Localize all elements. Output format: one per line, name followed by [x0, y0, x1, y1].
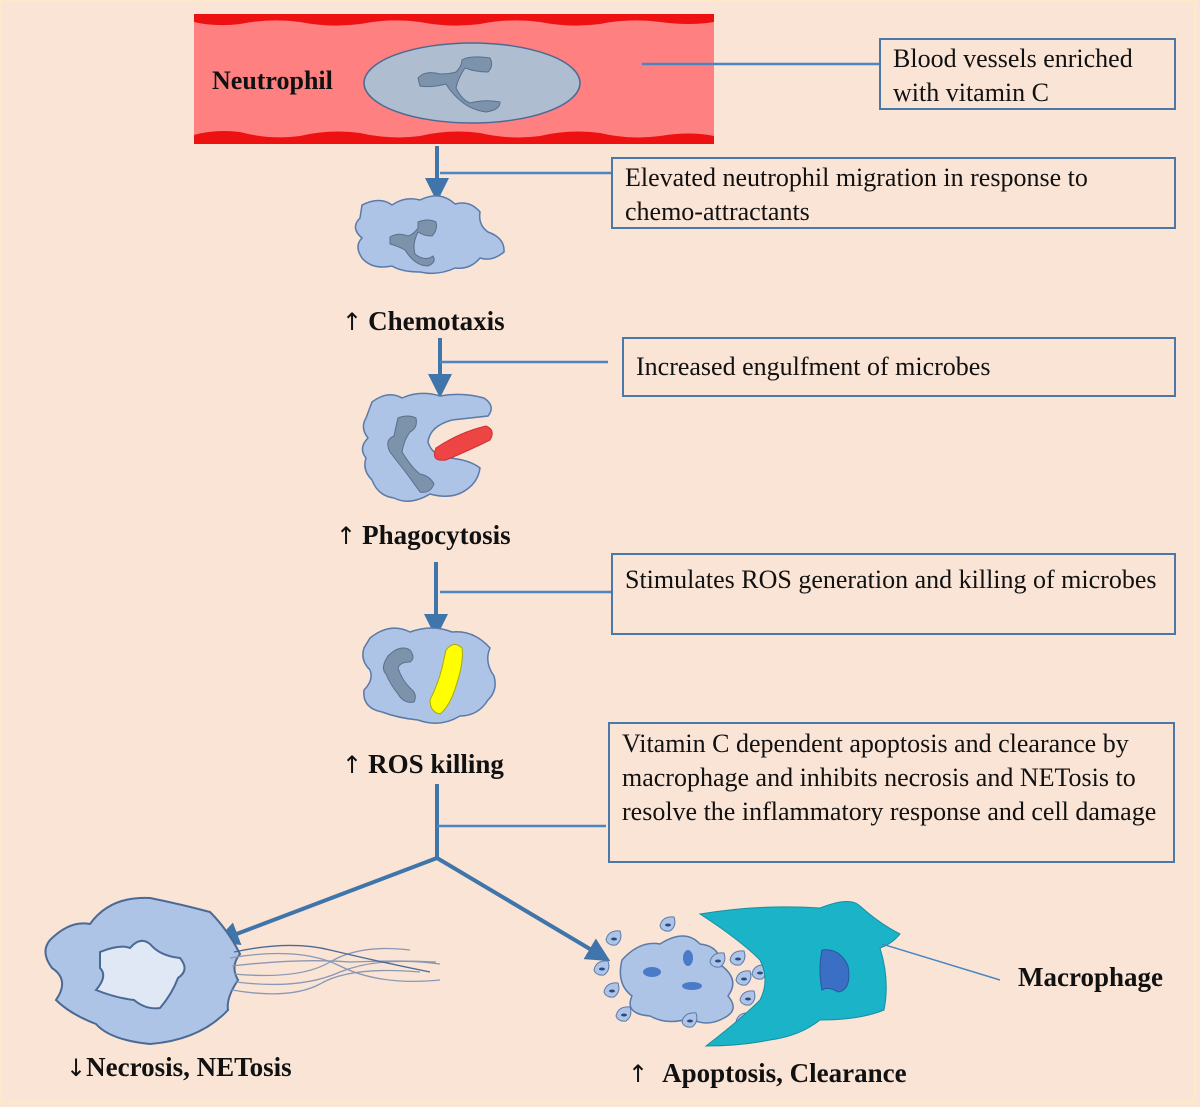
stage-label-phagocytosis: ↑Phagocytosis	[336, 520, 511, 551]
macrophage-nucleus-icon	[819, 949, 850, 993]
up-arrow-icon: ↑	[342, 751, 363, 779]
chemotaxis-cell	[354, 195, 505, 275]
outcome-text: Apoptosis, Clearance	[662, 1058, 907, 1088]
apoptotic-body-fragment-icon	[715, 959, 721, 963]
macrophage-label: Macrophage	[1018, 962, 1163, 992]
fragment-icon	[643, 967, 661, 977]
stage-label-chemotaxis: ↑Chemotaxis	[342, 306, 505, 337]
stage-text: Phagocytosis	[362, 520, 511, 550]
apoptotic-body-fragment-icon	[611, 937, 617, 941]
neutrophil-in-vessel	[363, 42, 581, 124]
ros-killing-cell	[362, 627, 496, 724]
apoptotic-body-fragment-icon	[735, 957, 741, 961]
apoptotic-body-fragment-icon	[687, 1019, 693, 1023]
nucleus-icon	[387, 415, 435, 493]
apoptotic-body-fragment-icon	[745, 997, 751, 1001]
nucleus-lobes-icon	[417, 56, 501, 113]
outcome-label-apoptosis: ↑ Apoptosis, Clearance	[628, 1058, 907, 1089]
vessel-wall-bottom	[194, 131, 714, 144]
nucleus-icon	[382, 647, 416, 703]
outcome-label-necrosis: ↓Necrosis, NETosis	[66, 1052, 292, 1083]
apoptotic-body-fragment-icon	[621, 1013, 627, 1017]
red-bacterium-icon	[433, 425, 493, 461]
callout-engulfment-note: Increased engulfment of microbes	[622, 337, 1176, 397]
stage-text: Chemotaxis	[368, 306, 505, 336]
apoptotic-body-fragment-icon	[757, 971, 763, 975]
vessel-wall-top	[194, 14, 714, 26]
net-fibers-icon	[229, 944, 441, 995]
macrophage-cell	[698, 901, 901, 1047]
up-arrow-icon: ↑	[342, 308, 363, 336]
vessel-neutrophil-label: Neutrophil	[212, 66, 333, 95]
fragment-icon	[682, 982, 702, 990]
branch-arrow-right	[435, 856, 611, 962]
necrotic-nucleus-icon	[94, 939, 186, 1010]
apoptotic-body-fragment-icon	[741, 977, 747, 981]
apoptotic-cell	[619, 935, 734, 1024]
phagocytosis-cell	[361, 392, 493, 502]
apoptotic-body-fragment-icon	[609, 989, 615, 993]
branch-arrow-left	[214, 856, 438, 945]
leader-macrophage	[881, 943, 1001, 981]
callout-apoptosis-note: Vitamin C dependent apoptosis and cleara…	[608, 722, 1175, 863]
callout-migration-note: Elevated neutrophil migration in respons…	[611, 157, 1176, 229]
apoptotic-body-fragment-icon	[665, 923, 671, 927]
yellow-bacterium-icon	[429, 644, 463, 715]
outcome-text: Necrosis, NETosis	[86, 1052, 292, 1082]
stage-text: ROS killing	[368, 749, 504, 779]
up-arrow-icon: ↑	[628, 1060, 649, 1088]
callout-vessel-note: Blood vessels enriched with vitamin C	[879, 38, 1176, 110]
nucleus-icon	[389, 219, 437, 267]
up-arrow-icon: ↑	[336, 522, 357, 550]
apoptotic-body-fragment-icon	[599, 967, 605, 971]
callout-ros-note: Stimulates ROS generation and killing of…	[611, 553, 1176, 635]
down-arrow-icon: ↓	[66, 1054, 87, 1082]
stage-label-ros-killing: ↑ROS killing	[342, 749, 504, 780]
fragment-icon	[683, 950, 693, 966]
necrosis-cell	[44, 896, 441, 1046]
